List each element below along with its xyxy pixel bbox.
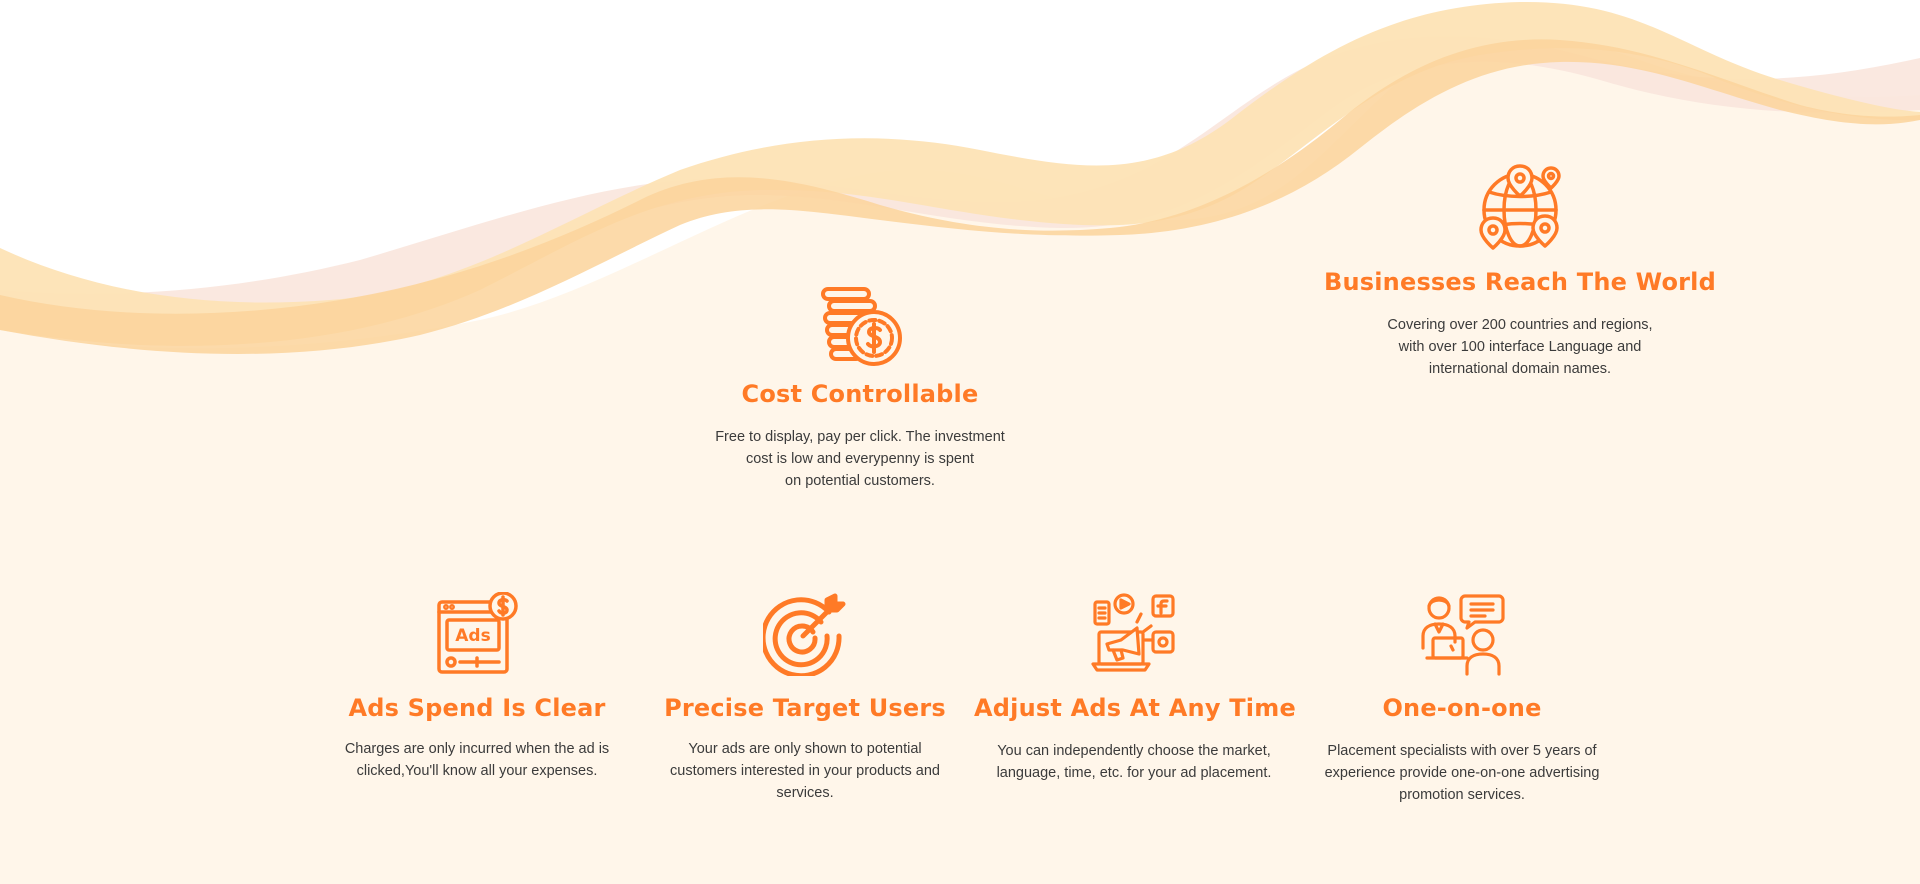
- feature-title: Businesses Reach The World: [1323, 268, 1716, 296]
- feature-title: Precise Target Users: [664, 694, 946, 722]
- consultant-icon: [1421, 594, 1505, 676]
- globe-pins-icon: [1479, 164, 1561, 250]
- feature-one-on-one: One-on-one Placement specialists with ov…: [1302, 592, 1622, 806]
- feature-businesses-reach-world: Businesses Reach The World Covering over…: [1320, 164, 1720, 380]
- feature-title: Cost Controllable: [741, 380, 979, 408]
- feature-adjust-ads: Adjust Ads At Any Time You can independe…: [974, 592, 1296, 784]
- wave-orange: [0, 39, 1920, 354]
- wave-pink: [0, 36, 1920, 333]
- feature-title: One-on-one: [1382, 694, 1542, 722]
- feature-description: Placement specialists with over 5 years …: [1324, 743, 1600, 803]
- ads-window-icon: Ads: [437, 592, 518, 674]
- feature-title: Ads Spend Is Clear: [348, 694, 606, 722]
- feature-description: You can independently choose the market,…: [996, 743, 1272, 781]
- feature-description: Free to display, pay per click. The inve…: [715, 429, 1005, 489]
- megaphone-laptop-icon: [1091, 593, 1175, 672]
- feature-description: Charges are only incurred when the ad is…: [344, 741, 610, 779]
- target-icon: [763, 593, 846, 676]
- feature-description: Covering over 200 countries and regions,…: [1387, 317, 1653, 377]
- feature-title: Adjust Ads At Any Time: [974, 694, 1296, 722]
- feature-precise-target-users: Precise Target Users Your ads are only s…: [645, 592, 965, 804]
- wave-yellow: [0, 1, 1920, 346]
- feature-ads-spend-clear: Ads Ads Spend Is Clear Charges are only …: [317, 592, 637, 782]
- svg-text:Ads: Ads: [455, 626, 490, 646]
- coins-icon: [821, 287, 902, 366]
- feature-description: Your ads are only shown to potential cus…: [670, 741, 940, 801]
- feature-cost-controllable: Cost Controllable Free to display, pay p…: [660, 286, 1060, 492]
